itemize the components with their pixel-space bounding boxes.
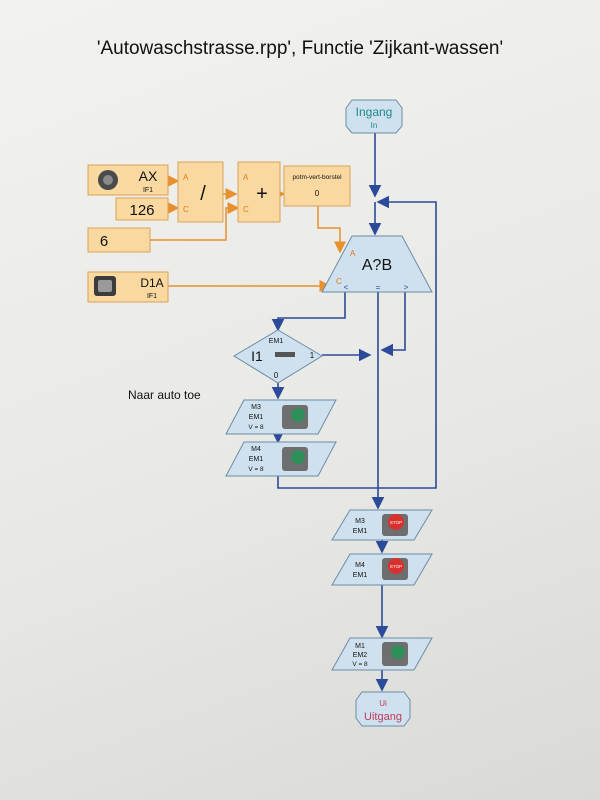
data-lines <box>150 175 346 292</box>
flow-lines <box>271 133 437 692</box>
compare-port-a: A <box>350 249 356 258</box>
flow-gt <box>380 292 406 357</box>
stop-m3-badge: STOP <box>390 520 402 525</box>
start-label: Ingang <box>356 105 393 119</box>
end-sub: Ui <box>379 699 387 708</box>
decision-no: 0 <box>274 371 279 380</box>
flow-loop <box>277 195 437 489</box>
motor-m4-speed: V = 8 <box>248 466 264 473</box>
decision-module: EM1 <box>269 338 284 345</box>
input-d1a-label: D1A <box>140 276 163 290</box>
motor-m1-run[interactable]: M1 EM2 V = 8 <box>331 637 433 671</box>
variable-name: potm-vert-borstel <box>292 174 342 181</box>
compare-port-c: C <box>336 277 342 286</box>
variable-block[interactable]: potm-vert-borstel 0 <box>283 165 351 207</box>
data-line-var <box>317 206 346 254</box>
motor-m4-module: EM1 <box>249 456 264 463</box>
motor-m3-module: EM1 <box>249 414 264 421</box>
switch-icon <box>275 352 295 357</box>
divide-symbol: / <box>200 183 206 205</box>
stop-m3-module: EM1 <box>353 528 368 535</box>
stop-m4-badge: STOP <box>390 564 402 569</box>
flow-lt <box>271 292 346 332</box>
page-title: 'Autowaschstrasse.rpp', Functie 'Zijkant… <box>96 38 504 59</box>
divide-port-a: A <box>183 173 189 182</box>
input-ax[interactable]: AX IF1 <box>87 164 169 196</box>
add-port-c: C <box>243 205 249 214</box>
motor-m1-speed: V = 8 <box>352 661 368 668</box>
end-label: Uitgang <box>364 711 402 723</box>
end-block[interactable]: Ui Uitgang <box>355 691 411 727</box>
constant-126-value: 126 <box>129 202 154 219</box>
start-block[interactable]: Ingang In <box>345 99 403 134</box>
compare-lt: < <box>344 283 349 292</box>
motor-m4-label: M4 <box>251 446 261 453</box>
constant-6[interactable]: 6 <box>87 227 151 253</box>
constant-126[interactable]: 126 <box>115 197 169 221</box>
add-port-a: A <box>243 173 249 182</box>
motor-m3-run[interactable]: M3 EM1 V = 8 <box>225 399 337 435</box>
motor-m4-run[interactable]: M4 EM1 V = 8 <box>225 441 337 477</box>
input-ax-label: AX <box>139 168 158 184</box>
stop-m4-label: M4 <box>355 562 365 569</box>
input-ax-sub: IF1 <box>143 187 153 194</box>
add-operator[interactable]: A C + <box>237 161 281 223</box>
stop-m4-module: EM1 <box>353 572 368 579</box>
motor-m3-speed: V = 8 <box>248 424 264 431</box>
data-line-6 <box>150 202 240 241</box>
input-d1a-sub: IF1 <box>147 293 157 300</box>
compare-gt: > <box>404 283 409 292</box>
stop-m3-label: M3 <box>355 518 365 525</box>
motor-m4-stop[interactable]: M4 EM1 STOP <box>331 553 433 586</box>
motor-m1-module: EM2 <box>353 652 368 659</box>
decision-input: I1 <box>251 348 263 364</box>
motor-m3-label: M3 <box>251 404 261 411</box>
decision-block[interactable]: EM1 I1 1 0 <box>233 329 323 384</box>
add-symbol: + <box>256 183 268 205</box>
variable-value: 0 <box>315 189 320 198</box>
compare-block[interactable]: A C A?B < = > <box>321 235 433 293</box>
decision-yes: 1 <box>310 351 315 360</box>
compare-eq: = <box>376 283 381 292</box>
motor-m1-label: M1 <box>355 643 365 650</box>
input-d1a[interactable]: D1A IF1 <box>87 271 169 303</box>
divide-port-c: C <box>183 205 189 214</box>
start-sub: In <box>371 121 378 130</box>
constant-6-value: 6 <box>100 233 108 250</box>
annotation-note: Naar auto toe <box>128 388 201 402</box>
motor-m3-stop[interactable]: M3 EM1 STOP <box>331 509 433 541</box>
divide-operator[interactable]: A C / <box>177 161 224 223</box>
compare-label: A?B <box>362 257 392 274</box>
